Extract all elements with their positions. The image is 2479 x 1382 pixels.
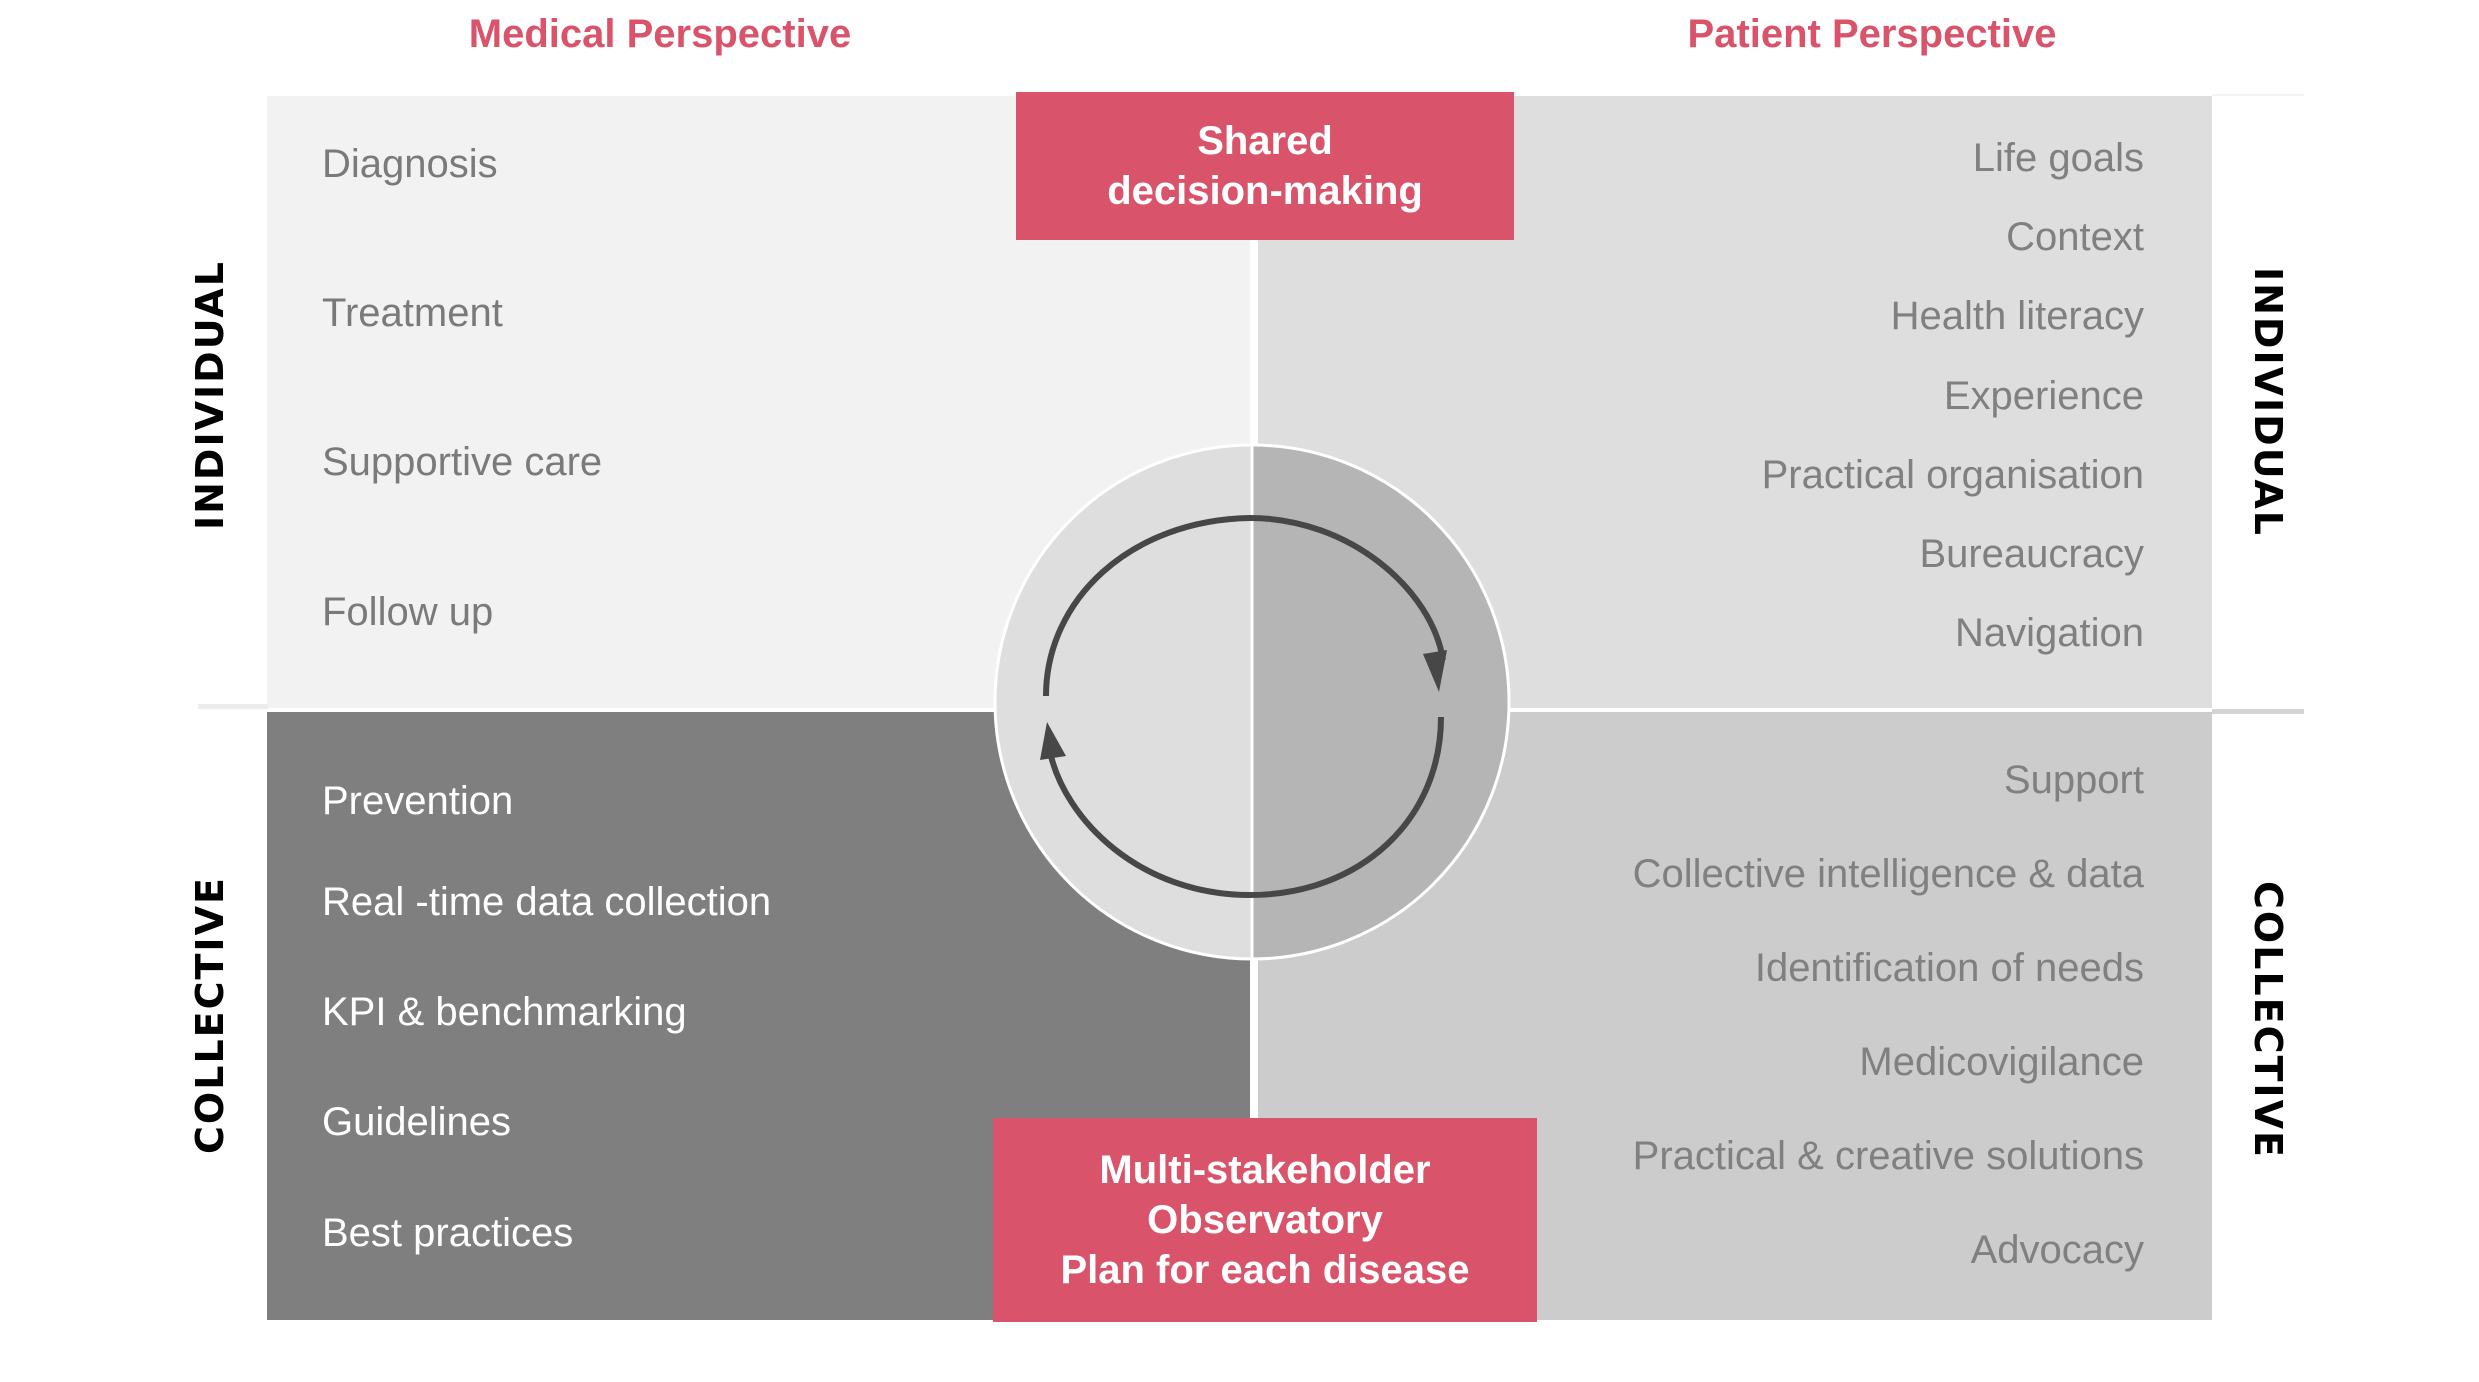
box-line: Observatory [1147, 1198, 1383, 1242]
arrow-bottom [1047, 716, 1444, 899]
medical-perspective-header: Medical Perspective [468, 12, 852, 56]
box-line: Multi-stakeholder [1099, 1148, 1431, 1192]
list-item: KPI & benchmarking [322, 990, 687, 1034]
arrowhead-left [1040, 722, 1066, 760]
divider [2212, 94, 2304, 96]
list-item: Medicovigilance [1859, 1040, 2144, 1084]
list-item: Real -time data collection [322, 880, 772, 924]
arrow-top [1043, 514, 1446, 697]
box-line: Plan for each disease [1060, 1248, 1470, 1292]
list-item: Practical & creative solutions [1632, 1134, 2144, 1178]
list-item: Life goals [1972, 136, 2144, 180]
circle-right-half [1252, 446, 1508, 958]
list-item: Health literacy [1890, 294, 2144, 338]
list-item: Guidelines [322, 1100, 512, 1144]
arrowhead-right [1423, 650, 1447, 692]
list-item: Bureaucracy [1919, 532, 2144, 576]
list-item: Identification of needs [1754, 946, 2144, 990]
list-item: Supportive care [322, 440, 603, 484]
list-item: Practical organisation [1761, 453, 2144, 497]
list-item: Experience [1943, 374, 2144, 418]
circle-left-half [996, 446, 1252, 958]
list-item: Support [2003, 758, 2144, 802]
list-item: Advocacy [1970, 1228, 2144, 1272]
list-item: Context [2006, 215, 2144, 259]
shared-decision-making-box: Shared decision-making [1016, 92, 1514, 240]
patient-perspective-header: Patient Perspective [1687, 12, 2057, 56]
divider [2212, 709, 2304, 714]
list-item: Navigation [1954, 611, 2144, 655]
list-item: Prevention [322, 779, 514, 823]
list-item: Diagnosis [322, 142, 498, 186]
box-line: Shared [1197, 119, 1333, 163]
box-line: decision-making [1107, 169, 1423, 213]
list-item: Collective intelligence & data [1632, 852, 2144, 896]
divider [198, 704, 268, 709]
observatory-box: Multi-stakeholder Observatory Plan for e… [993, 1118, 1537, 1322]
circle-outline [993, 443, 1511, 961]
list-item: Best practices [322, 1211, 574, 1255]
list-item: Follow up [322, 590, 494, 634]
list-item: Treatment [322, 291, 503, 335]
